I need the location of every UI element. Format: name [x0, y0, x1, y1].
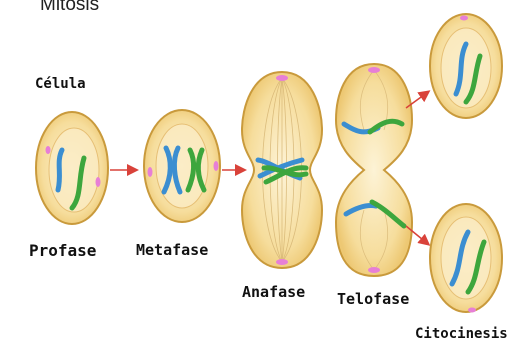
telophase-label: Telofase [337, 290, 409, 308]
metaphase-cell [144, 110, 220, 222]
daughter-cell-top [430, 14, 502, 118]
prophase-label: Profase [29, 241, 96, 260]
anaphase-cell [242, 72, 322, 268]
anaphase-label: Anafase [242, 283, 305, 301]
cytokinesis-label: Citocinesis [415, 326, 508, 342]
prophase-cell [36, 112, 108, 224]
cell-label: Célula [35, 76, 86, 92]
daughter-cell-bottom [430, 204, 502, 313]
metaphase-label: Metafase [136, 241, 208, 259]
telophase-cell [336, 64, 412, 276]
blue-chromosome [58, 150, 62, 190]
